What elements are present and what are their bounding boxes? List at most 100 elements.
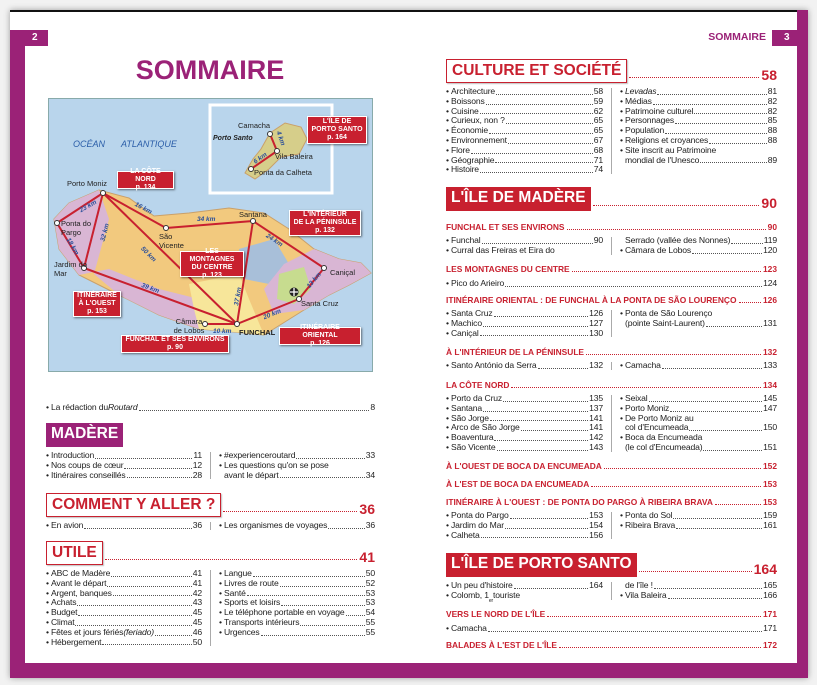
toc-entry-continued[interactable]: (pointe Saint-Laurent)131 bbox=[620, 318, 777, 329]
subsection-header[interactable]: ITINÉRAIRE ORIENTAL : DE FUNCHAL À LA PO… bbox=[446, 295, 777, 305]
toc-entry[interactable]: •Les questions qu'on se pose bbox=[219, 460, 375, 471]
toc-entry[interactable]: •Ponta de São Lourenço bbox=[620, 308, 777, 319]
toc-entry[interactable]: de l'île !165 bbox=[620, 580, 777, 591]
toc-entry[interactable]: •Boca da Encumeada bbox=[620, 432, 777, 443]
subsection-header[interactable]: ITINÉRAIRE À L'OUEST : DE PONTA DO PARGO… bbox=[446, 497, 777, 507]
toc-entry[interactable]: •De Porto Moniz au bbox=[620, 413, 777, 424]
toc-entry[interactable]: •Site inscrit au Patrimoine bbox=[620, 145, 777, 156]
toc-entry-continued[interactable]: (le col d'Encumeada)151 bbox=[620, 442, 777, 453]
toc-entry[interactable]: •Fêtes et jours fériés (feriado)46 bbox=[46, 627, 202, 638]
section-header[interactable]: COMMENT Y ALLER ?36 bbox=[46, 493, 375, 517]
section-header[interactable]: MADÈRE bbox=[46, 423, 375, 447]
toc-entry[interactable]: •Colomb, 1er touriste bbox=[446, 590, 603, 603]
bullet: • bbox=[446, 529, 449, 540]
toc-entry[interactable]: •Curral das Freiras et Eira do bbox=[446, 245, 603, 256]
toc-entry[interactable]: Serrado (vallée des Nonnes)119 bbox=[620, 235, 777, 246]
toc-entry[interactable]: •Curieux, non ?65 bbox=[446, 116, 603, 126]
